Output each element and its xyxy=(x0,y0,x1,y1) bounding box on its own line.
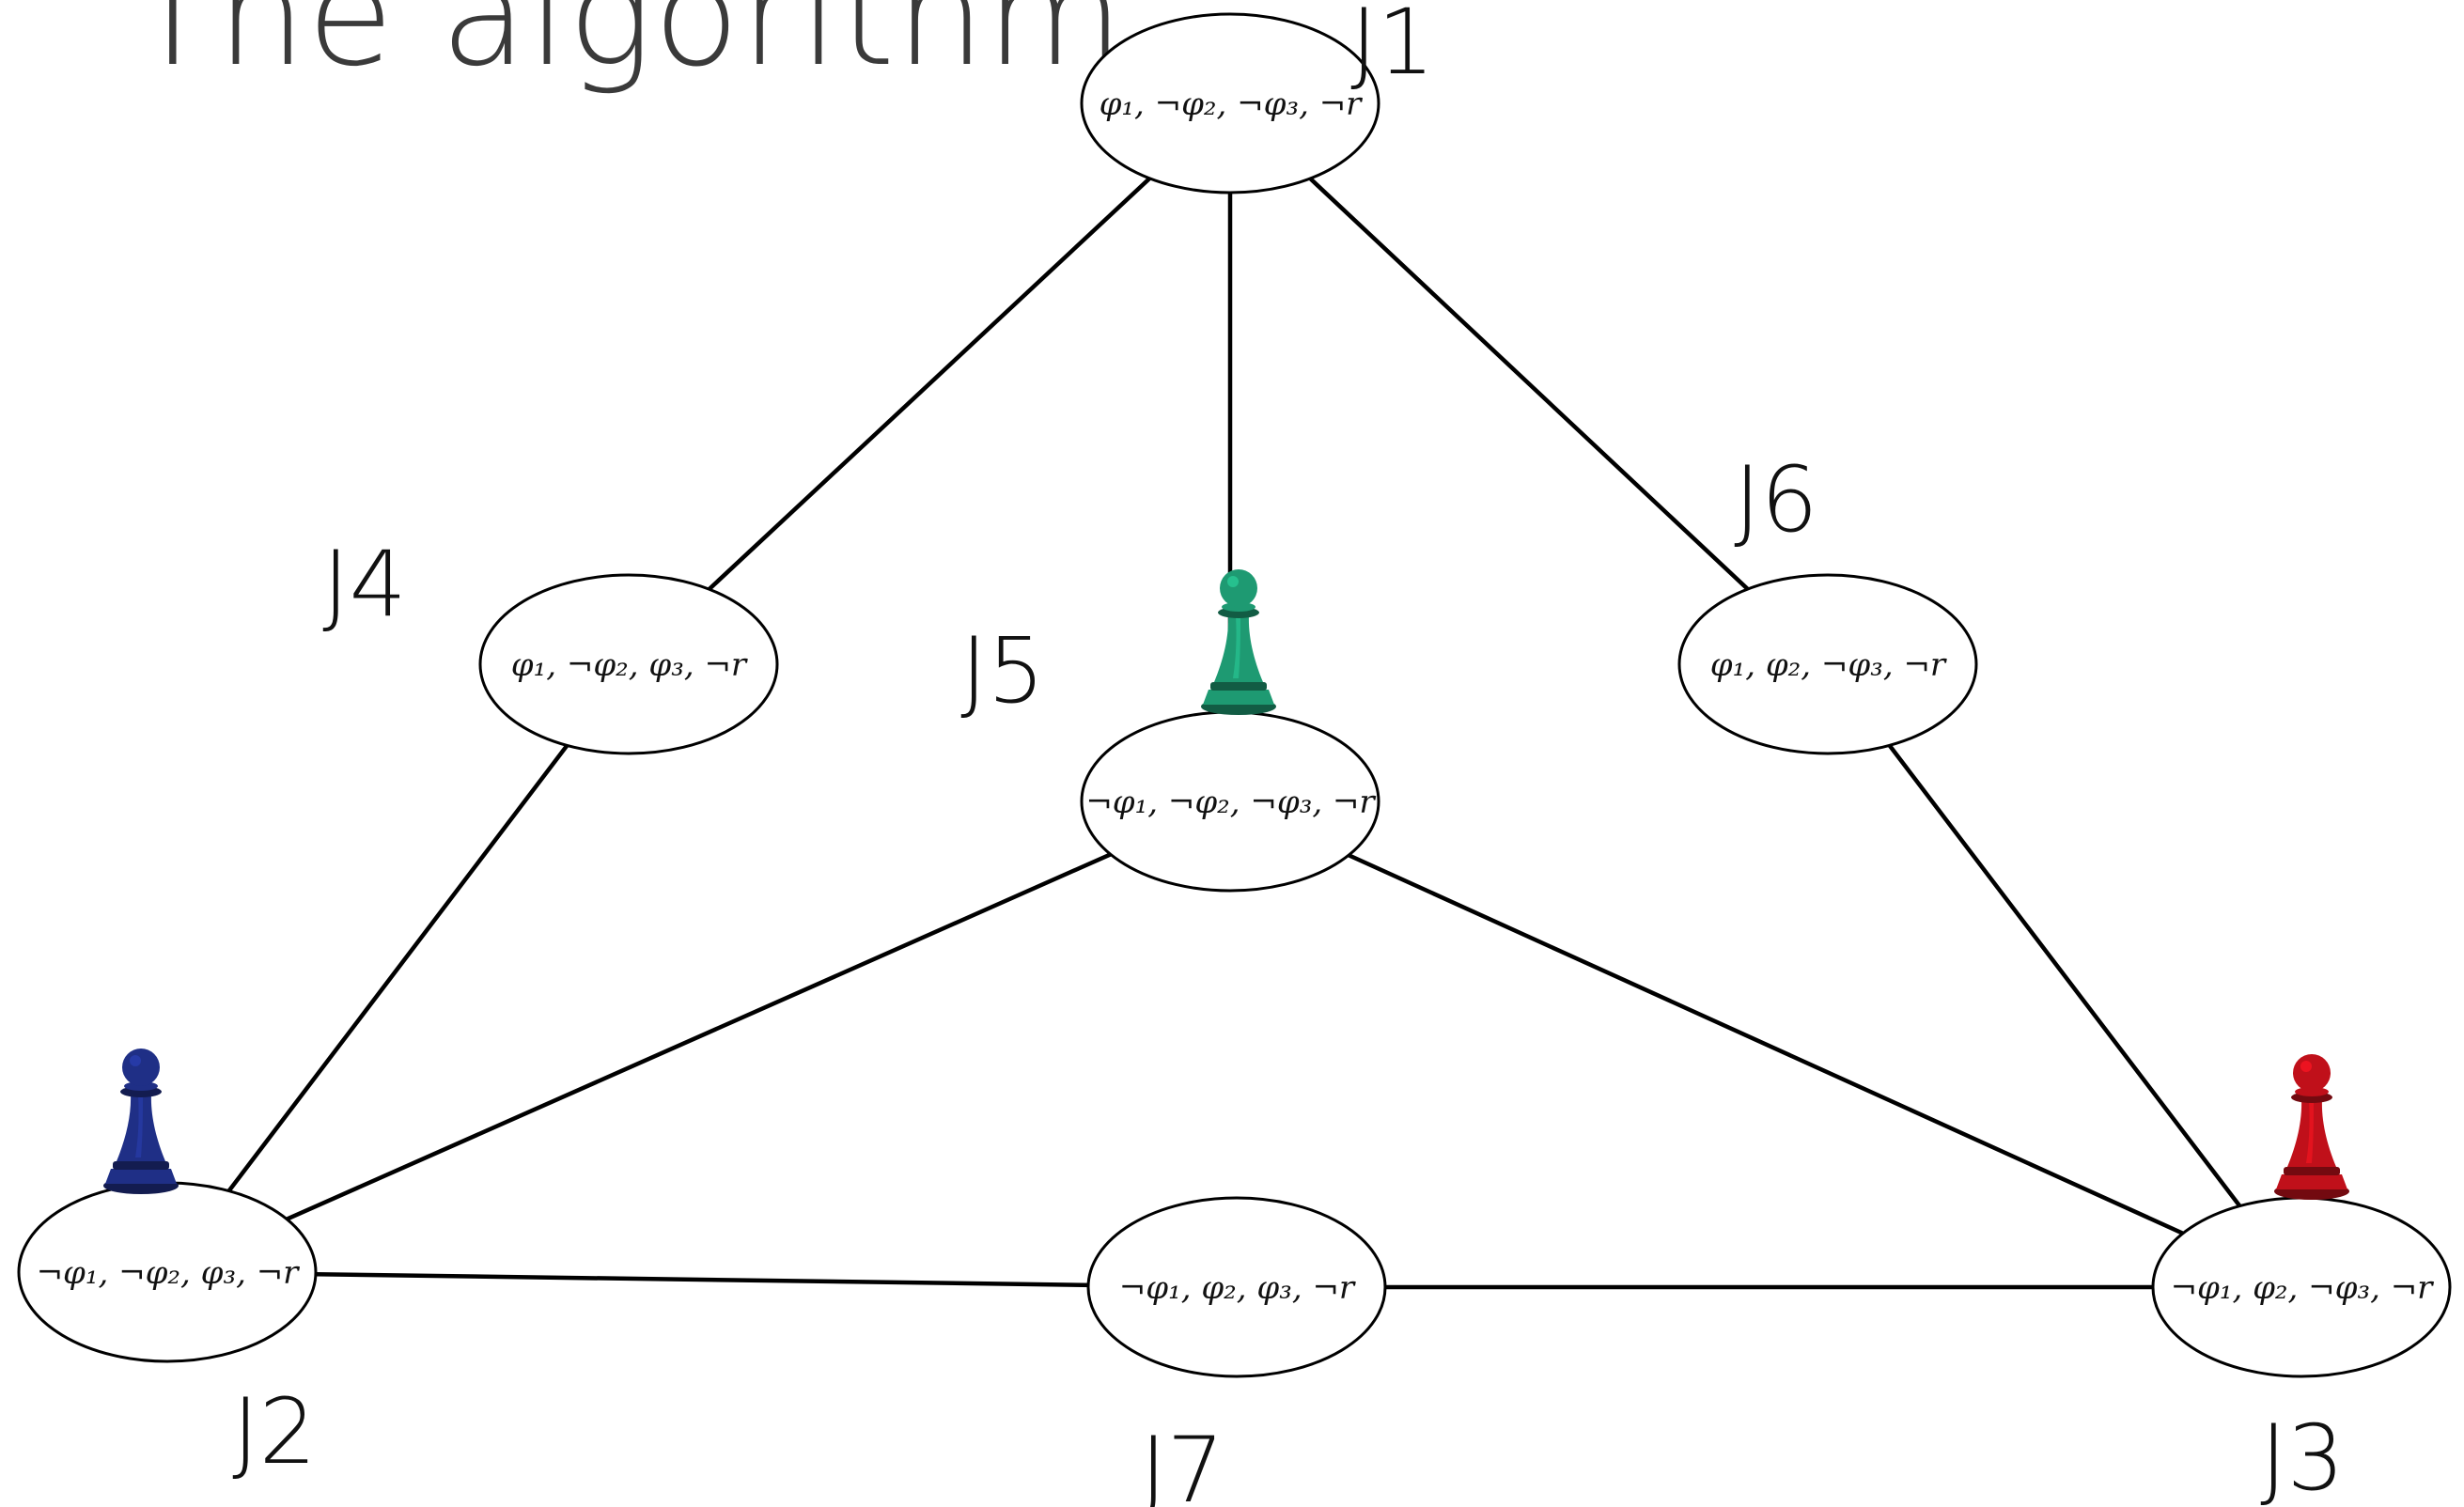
node-label-j7: J7 xyxy=(1140,1418,1224,1507)
pawns-layer xyxy=(103,569,2349,1200)
edge-j1-j4 xyxy=(626,101,1233,667)
node-formula: φ₁, ¬φ₂, φ₃, ¬r xyxy=(511,646,748,684)
node-formula: ¬φ₁, φ₂, ¬φ₃, ¬r xyxy=(2171,1269,2435,1307)
node-formula: φ₁, φ₂, ¬φ₃, ¬r xyxy=(1710,646,1947,684)
edge-j5-j3 xyxy=(1227,799,2304,1290)
edges-layer xyxy=(164,101,2304,1290)
node-j5: ¬φ₁, ¬φ₂, ¬φ₃, ¬r xyxy=(1080,710,1380,893)
node-ellipse xyxy=(478,573,779,755)
node-label-j3: J3 xyxy=(2260,1406,2344,1507)
edge-j4-j2 xyxy=(164,661,632,1275)
node-ellipse xyxy=(1086,1196,1387,1378)
node-j4: φ₁, ¬φ₂, φ₃, ¬r xyxy=(478,573,779,755)
edge-j2-j7 xyxy=(164,1269,1240,1290)
red-pawn-icon[interactable] xyxy=(2274,1054,2349,1200)
nodes-layer: φ₁, ¬φ₂, ¬φ₃, ¬r ¬φ₁, ¬φ₂, φ₃, ¬r ¬φ₁, φ₂,… xyxy=(17,12,2452,1378)
node-j7: ¬φ₁, φ₂, φ₃, ¬r xyxy=(1086,1196,1387,1378)
node-formula: ¬φ₁, ¬φ₂, ¬φ₃, ¬r xyxy=(1085,784,1376,821)
edge-j1-j6 xyxy=(1227,101,1831,667)
node-j1: φ₁, ¬φ₂, ¬φ₃, ¬r xyxy=(1080,12,1380,194)
node-formula: φ₁, ¬φ₂, ¬φ₃, ¬r xyxy=(1099,85,1364,123)
node-label-j2: J2 xyxy=(232,1379,316,1484)
node-formula: ¬φ₁, ¬φ₂, φ₃, ¬r xyxy=(37,1254,301,1292)
node-j2: ¬φ₁, ¬φ₂, φ₃, ¬r xyxy=(17,1181,318,1363)
page-title: The algorithm xyxy=(130,0,1125,98)
edge-j5-j2 xyxy=(164,799,1233,1275)
edge-j6-j3 xyxy=(1825,661,2304,1290)
green-pawn-icon[interactable] xyxy=(1201,569,1276,715)
node-label-j6: J6 xyxy=(1734,447,1817,552)
node-j3: ¬φ₁, φ₂, ¬φ₃, ¬r xyxy=(2151,1196,2452,1378)
node-label-j5: J5 xyxy=(960,618,1044,723)
node-label-j4: J4 xyxy=(322,532,406,637)
node-j6: φ₁, φ₂, ¬φ₃, ¬r xyxy=(1677,573,1978,755)
node-ellipse xyxy=(1080,12,1380,194)
node-formula: ¬φ₁, φ₂, φ₃, ¬r xyxy=(1119,1269,1356,1307)
node-label-j1: J1 xyxy=(1350,0,1434,95)
node-ellipse xyxy=(1677,573,1978,755)
blue-pawn-icon[interactable] xyxy=(103,1049,179,1194)
